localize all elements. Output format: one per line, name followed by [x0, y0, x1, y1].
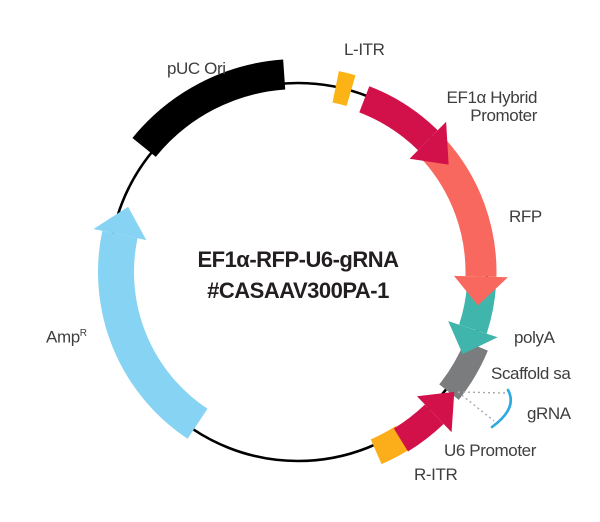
plasmid-title-line2: #CASAAV300PA-1	[207, 278, 389, 303]
scaffold-label: Scaffold sa	[491, 364, 571, 383]
r-itr-label: R-ITR	[414, 465, 458, 484]
amp-r-label-sup: R	[79, 328, 87, 339]
u6-promoter-arrowhead	[416, 391, 455, 433]
ef1a-hybrid-promoter-arrowhead	[409, 121, 449, 165]
ef1a-promoter-label: EF1α Hybrid Promoter	[387, 88, 538, 125]
amp-r-label: AmpR	[46, 325, 87, 347]
grna-callout-ray	[457, 391, 495, 422]
ef1a-promoter-label-line2: Promoter	[470, 106, 537, 125]
puc-ori-segment	[132, 59, 286, 158]
grna-callout-ray	[457, 391, 506, 394]
ef1a-hybrid-promoter-segment	[358, 86, 438, 151]
plasmid-title: EF1α-RFP-U6-gRNA #CASAAV300PA-1	[148, 244, 448, 306]
amp-r-label-base: Amp	[46, 327, 80, 347]
u6-promoter-label: U6 Promoter	[444, 441, 536, 460]
plasmid-title-line1: EF1α-RFP-U6-gRNA	[197, 247, 399, 272]
polya-label: polyA	[514, 328, 555, 347]
rfp-label: RFP	[509, 207, 542, 226]
amp-r-arrowhead	[93, 206, 147, 241]
ef1a-promoter-label-line1: EF1α Hybrid	[446, 88, 538, 107]
rfp-arrowhead	[453, 275, 508, 306]
l-itr-segment	[332, 71, 356, 106]
puc-ori-label: pUC Ori	[167, 59, 226, 78]
polya-arrowhead	[448, 321, 498, 355]
u6-promoter-segment	[393, 404, 444, 452]
l-itr-label: L-ITR	[344, 40, 385, 59]
amp-r-segment	[98, 230, 208, 439]
r-itr-segment	[370, 425, 411, 465]
grna-label: gRNA	[527, 404, 571, 423]
grna-insert-arc	[490, 388, 513, 429]
